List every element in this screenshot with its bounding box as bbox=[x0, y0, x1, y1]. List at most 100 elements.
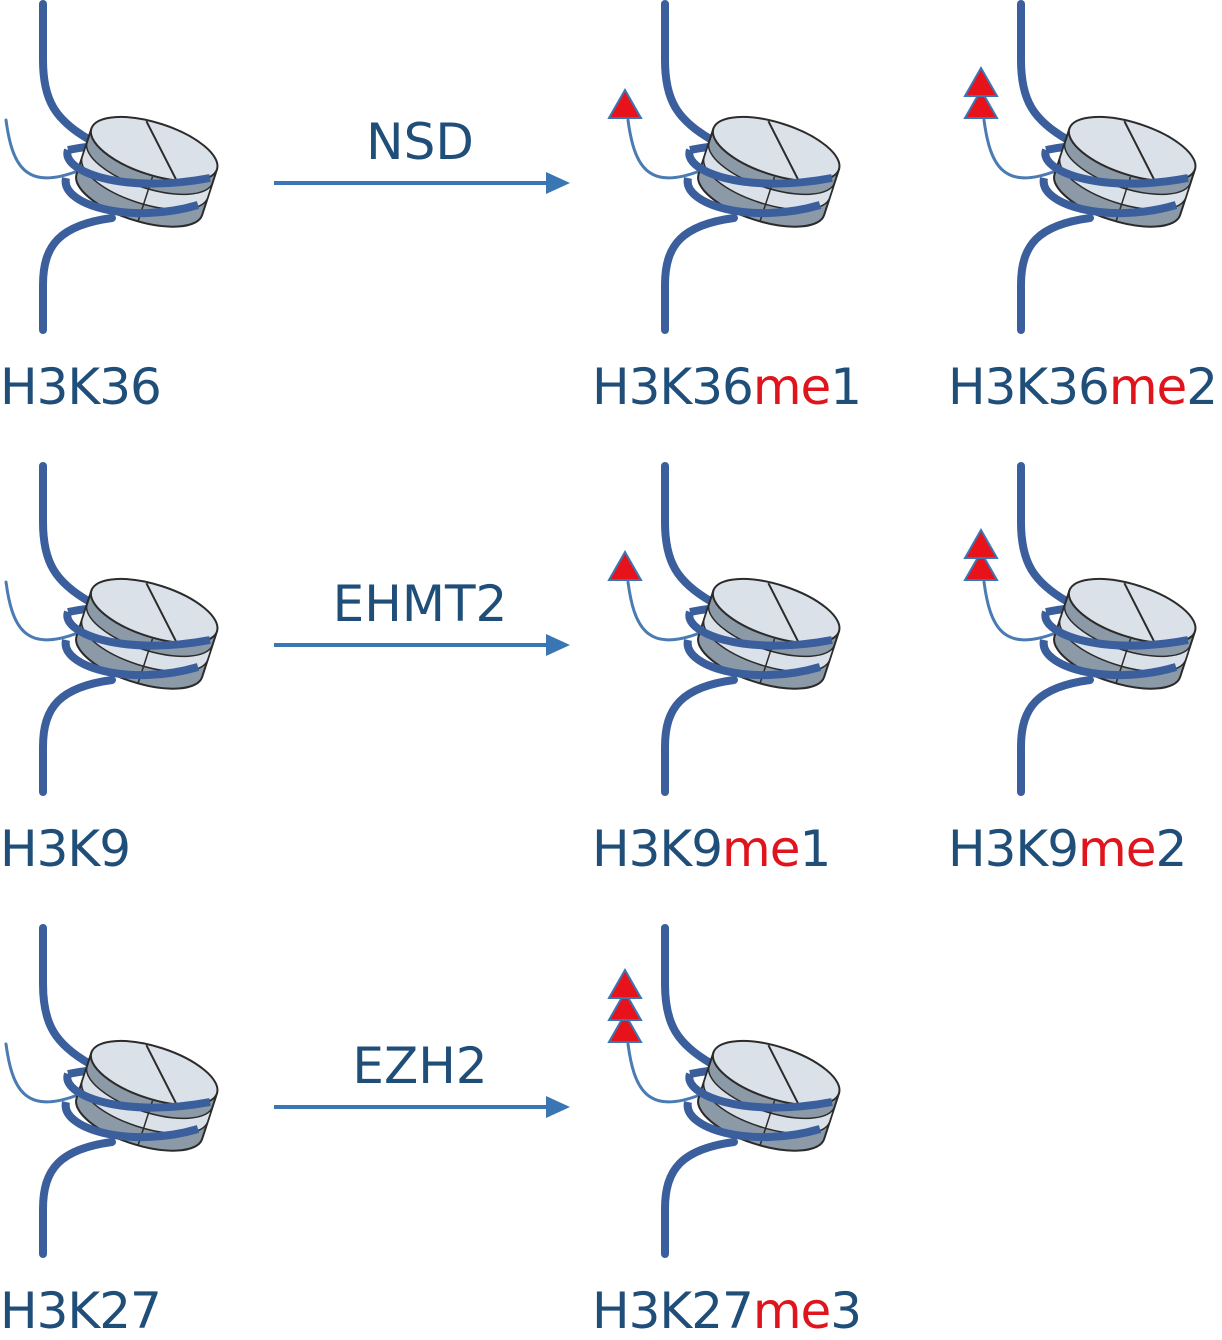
histone-top bbox=[1067, 115, 1197, 183]
histone-top-divider bbox=[145, 1044, 177, 1104]
state-label: H3K27me3 bbox=[592, 1286, 862, 1336]
state-label: H3K9me2 bbox=[948, 824, 1187, 874]
histone-top-divider bbox=[1123, 120, 1155, 180]
state-label-suffix: 1 bbox=[830, 358, 862, 416]
histone-top bbox=[711, 1039, 841, 1107]
dna-strand-bottom bbox=[661, 1138, 738, 1258]
histone-band bbox=[80, 1065, 214, 1135]
histone-top-divider bbox=[767, 120, 799, 180]
state-label: H3K36me1 bbox=[592, 362, 862, 412]
state-label-base: H3K27 bbox=[0, 1282, 162, 1340]
dna-wrap-front-2 bbox=[61, 639, 200, 680]
histone-tail bbox=[982, 118, 1055, 180]
nucleosome-r2-c0 bbox=[4, 924, 219, 1258]
histone-top-divider bbox=[767, 582, 799, 642]
histone-top-divider bbox=[767, 1044, 799, 1104]
histone-octamer bbox=[1053, 577, 1197, 690]
histone-octamer bbox=[75, 115, 219, 228]
histone-octamer bbox=[75, 577, 219, 690]
dna-wrap-front-2 bbox=[683, 1101, 822, 1142]
state-label: H3K36me2 bbox=[948, 362, 1218, 412]
histone-octamer bbox=[1053, 115, 1197, 228]
histone-band bbox=[702, 603, 836, 673]
histone-band bbox=[702, 141, 836, 211]
histone-band bbox=[80, 141, 214, 211]
dna-strand-top bbox=[1017, 462, 1072, 606]
histone-octamer bbox=[697, 115, 841, 228]
dna-wrap-front-1 bbox=[685, 148, 833, 188]
methyl-mark bbox=[607, 967, 643, 999]
state-label: H3K9me1 bbox=[592, 824, 831, 874]
enzyme-label: EZH2 bbox=[352, 1037, 488, 1095]
state-label: H3K27 bbox=[0, 1286, 162, 1336]
dna-strand-top bbox=[661, 0, 716, 144]
dna-strand-top bbox=[661, 924, 716, 1068]
dna-strand-bottom bbox=[39, 676, 116, 796]
histone-tail bbox=[4, 580, 77, 642]
state-label-base: H3K9 bbox=[0, 820, 131, 878]
reaction-arrow-head bbox=[546, 172, 570, 194]
state-label-mod: me bbox=[722, 820, 800, 878]
dna-wrap-front-2 bbox=[1039, 177, 1178, 218]
histone-tail bbox=[626, 580, 699, 642]
dna-strand-bottom bbox=[661, 676, 738, 796]
state-label-mod: me bbox=[752, 1282, 831, 1340]
histone-tail bbox=[4, 1042, 77, 1104]
state-label-mod: me bbox=[1108, 358, 1187, 416]
reaction-arrow-head bbox=[546, 1096, 570, 1118]
dna-wrap-front-2 bbox=[683, 639, 822, 680]
histone-top bbox=[89, 115, 219, 183]
nucleosome-r1-c0 bbox=[4, 462, 219, 796]
histone-band bbox=[702, 1065, 836, 1135]
histone-octamer bbox=[697, 577, 841, 690]
state-label-mod: me bbox=[752, 358, 831, 416]
nucleosome-r1-c1 bbox=[607, 462, 841, 796]
dna-strand-bottom bbox=[1017, 676, 1094, 796]
methyl-mark bbox=[607, 87, 643, 119]
dna-wrap-front-1 bbox=[1041, 148, 1189, 188]
dna-strand-top bbox=[39, 462, 94, 606]
histone-tail bbox=[626, 1042, 699, 1104]
dna-wrap-front-1 bbox=[685, 1072, 833, 1112]
state-label-suffix: 3 bbox=[830, 1282, 862, 1340]
nucleosome-r0-c2 bbox=[963, 0, 1197, 334]
state-label-base: H3K36 bbox=[0, 358, 162, 416]
nucleosome-r0-c0 bbox=[4, 0, 219, 334]
state-label-base: H3K9 bbox=[948, 820, 1079, 878]
enzyme-label: EHMT2 bbox=[332, 575, 508, 633]
histone-top-divider bbox=[145, 582, 177, 642]
histone-band bbox=[1058, 141, 1192, 211]
histone-top bbox=[711, 577, 841, 645]
histone-top bbox=[89, 1039, 219, 1107]
dna-wrap-front-1 bbox=[63, 1072, 211, 1112]
dna-strand-bottom bbox=[661, 214, 738, 334]
reaction-arrow-head bbox=[546, 634, 570, 656]
histone-top bbox=[89, 577, 219, 645]
dna-wrap-front-2 bbox=[61, 177, 200, 218]
nucleosome-r1-c2 bbox=[963, 462, 1197, 796]
histone-tail bbox=[626, 118, 699, 180]
histone-top-divider bbox=[1123, 582, 1155, 642]
dna-strand-top bbox=[39, 924, 94, 1068]
dna-wrap-front-2 bbox=[683, 177, 822, 218]
histone-top-divider bbox=[145, 120, 177, 180]
histone-top bbox=[711, 115, 841, 183]
dna-wrap-front-1 bbox=[63, 610, 211, 650]
state-label-suffix: 2 bbox=[1186, 358, 1218, 416]
state-label: H3K9 bbox=[0, 824, 131, 874]
methyl-mark bbox=[607, 989, 643, 1021]
state-label-suffix: 1 bbox=[799, 820, 831, 878]
enzyme-label: NSD bbox=[366, 113, 474, 171]
dna-strand-top bbox=[39, 0, 94, 144]
dna-wrap-front-1 bbox=[1041, 610, 1189, 650]
dna-strand-bottom bbox=[1017, 214, 1094, 334]
dna-strand-bottom bbox=[39, 1138, 116, 1258]
state-label-base: H3K36 bbox=[948, 358, 1110, 416]
dna-wrap-front-1 bbox=[685, 610, 833, 650]
state-label: H3K36 bbox=[0, 362, 162, 412]
histone-top bbox=[1067, 577, 1197, 645]
histone-band bbox=[80, 603, 214, 673]
state-label-base: H3K27 bbox=[592, 1282, 754, 1340]
state-label-base: H3K9 bbox=[592, 820, 723, 878]
